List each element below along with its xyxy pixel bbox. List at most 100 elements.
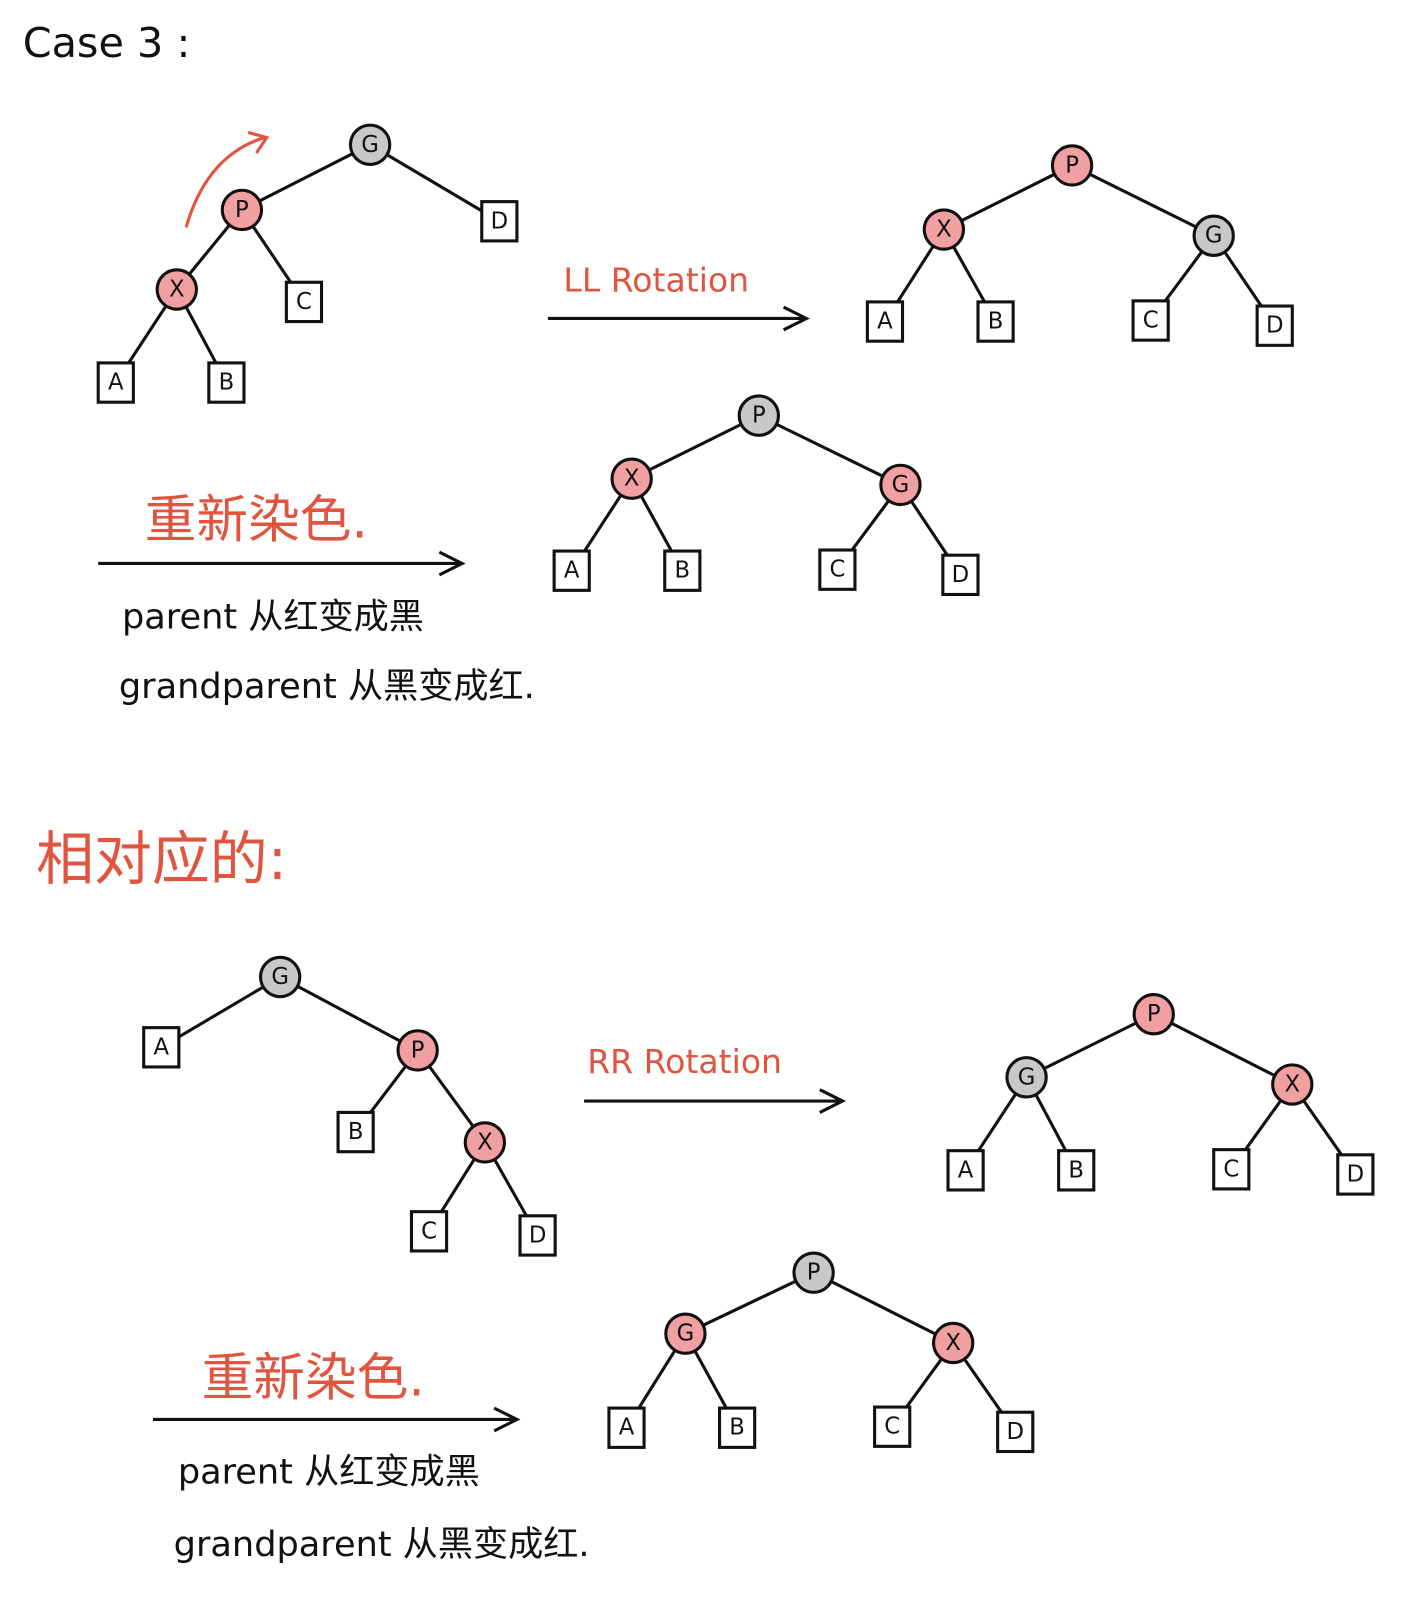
leaf-box	[336, 1110, 375, 1154]
ll-recolor-label: 重新染色.	[145, 491, 368, 551]
node-circle	[1005, 1056, 1048, 1099]
node-circle	[737, 394, 781, 437]
node-P: P	[220, 188, 264, 232]
node-X: X	[155, 268, 198, 311]
leaf-label: C	[884, 1414, 900, 1440]
rotation-curved-arrow	[184, 130, 270, 228]
leaf-label: B	[729, 1415, 745, 1441]
rr-note-grandparent: grandparent 从黑变成红.	[174, 1524, 590, 1565]
leaf-B: B	[336, 1110, 375, 1154]
leaf-box	[480, 200, 519, 243]
node-label: G	[892, 472, 910, 498]
leaf-label: C	[1223, 1156, 1239, 1182]
leaf-label: C	[1143, 308, 1159, 334]
leaf-label: B	[219, 370, 235, 396]
node-circle	[610, 457, 653, 500]
leaf-A: A	[96, 361, 135, 404]
leaf-label: D	[1006, 1419, 1024, 1445]
node-X: X	[1271, 1063, 1314, 1106]
edge-P-X	[630, 414, 760, 481]
leaf-box	[663, 549, 702, 592]
tree-ll-after-recolor: A B C D P X G	[552, 394, 980, 597]
node-circle	[396, 1029, 439, 1072]
ll-note-parent: parent 从红变成黑	[122, 597, 424, 638]
node-G: G	[1005, 1056, 1048, 1099]
node-P: P	[1050, 144, 1094, 187]
node-label: X	[624, 466, 640, 492]
leaf-B: B	[663, 549, 702, 592]
leaf-box	[1336, 1153, 1375, 1196]
ll-rotation-arrow	[547, 305, 810, 332]
leaf-A: A	[142, 1026, 181, 1069]
node-X: X	[931, 1321, 975, 1365]
node-circle	[1050, 144, 1094, 187]
leaf-box	[552, 549, 591, 592]
case-title: Case 3 :	[23, 19, 191, 67]
leaf-C: C	[1212, 1148, 1251, 1191]
edge-P-G	[1071, 164, 1215, 238]
node-label: X	[169, 277, 185, 303]
node-label: X	[936, 217, 952, 243]
leaf-B: B	[717, 1406, 757, 1449]
leaf-D: D	[518, 1214, 557, 1257]
leaf-B: B	[207, 361, 246, 404]
edge-G-D	[369, 143, 501, 223]
node-X: X	[463, 1121, 507, 1164]
rr-recolor-label: 重新染色.	[202, 1349, 425, 1409]
rr-note-parent: parent 从红变成黑	[178, 1452, 480, 1493]
rr-recolor-arrow	[153, 1406, 521, 1433]
leaf-D: D	[996, 1410, 1035, 1454]
node-P: P	[1132, 993, 1175, 1036]
node-label: G	[1205, 223, 1223, 249]
node-P: P	[737, 394, 781, 437]
ll-note-grandparent: grandparent 从黑变成红.	[119, 666, 535, 707]
leaf-box	[1212, 1148, 1251, 1191]
node-circle	[664, 1312, 707, 1355]
node-G: G	[664, 1312, 707, 1355]
edge-P-G	[1025, 1012, 1155, 1079]
node-label: G	[361, 132, 379, 158]
leaf-label: A	[877, 309, 893, 335]
node-P: P	[396, 1029, 439, 1072]
node-label: X	[477, 1129, 493, 1155]
leaf-D: D	[480, 200, 519, 243]
node-X: X	[922, 208, 966, 251]
edge-G-P	[279, 975, 419, 1052]
leaf-D: D	[1255, 304, 1294, 347]
leaf-C: C	[1131, 299, 1170, 342]
leaf-box	[717, 1406, 757, 1449]
leaf-box	[607, 1406, 646, 1449]
leaf-label: B	[675, 558, 691, 584]
node-label: X	[1284, 1072, 1300, 1098]
leaf-label: A	[958, 1157, 974, 1183]
edge-P-X	[812, 1271, 954, 1345]
node-circle	[1132, 993, 1175, 1036]
leaf-box	[941, 553, 980, 597]
node-circle	[220, 188, 264, 232]
leaf-box	[873, 1405, 912, 1448]
node-circle	[1271, 1063, 1314, 1106]
leaf-label: D	[952, 562, 970, 588]
node-label: P	[807, 1260, 821, 1286]
leaf-C: C	[284, 280, 324, 324]
leaf-label: C	[421, 1218, 437, 1244]
leaf-label: A	[619, 1415, 635, 1441]
node-X: X	[610, 457, 653, 500]
node-circle	[463, 1121, 507, 1164]
leaf-C: C	[873, 1405, 912, 1448]
leaf-box	[946, 1149, 985, 1192]
leaf-box	[409, 1210, 449, 1253]
leaf-B: B	[1057, 1149, 1096, 1192]
leaf-label: C	[829, 557, 845, 583]
leaf-A: A	[552, 549, 591, 592]
leaf-C: C	[409, 1210, 449, 1253]
rr-rotation-label: RR Rotation	[587, 1042, 782, 1081]
node-P: P	[792, 1251, 835, 1294]
leaf-box	[1255, 304, 1294, 347]
edge-P-G	[684, 1271, 815, 1336]
leaf-box	[818, 548, 857, 591]
